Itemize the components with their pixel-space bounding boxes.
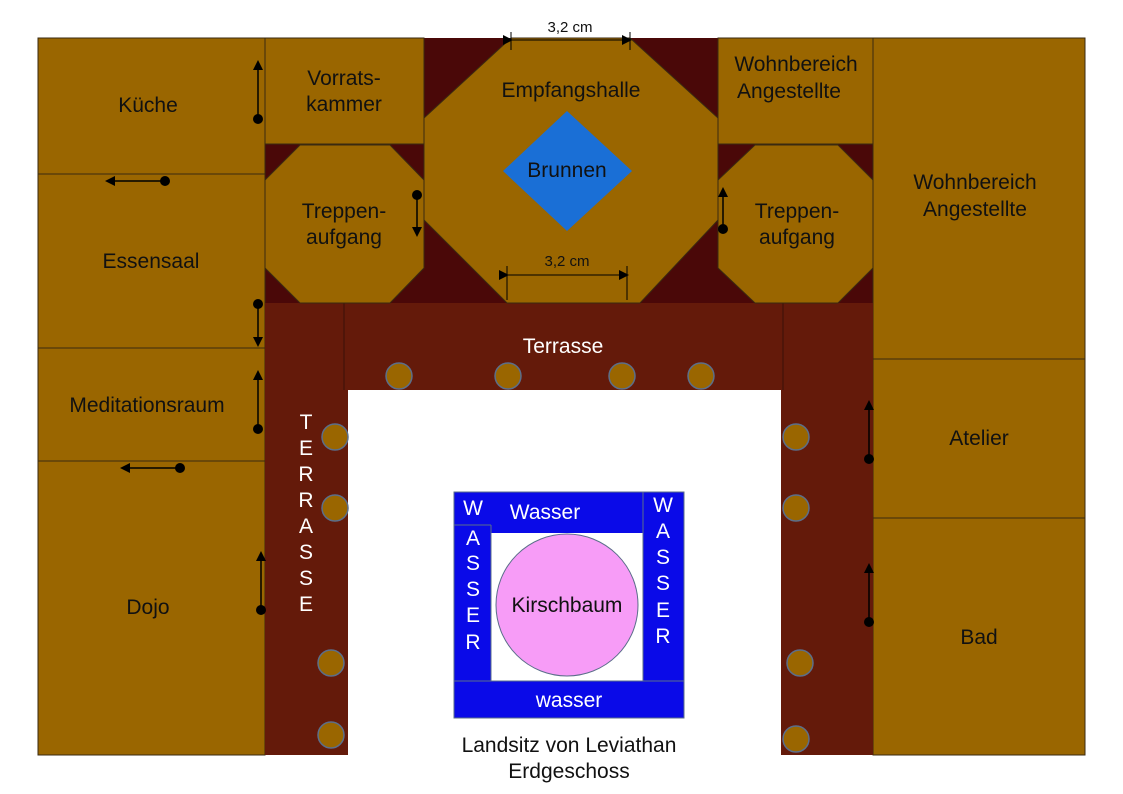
column	[317, 721, 345, 749]
column	[782, 423, 810, 451]
label-terrasse-side: T E R R A S S E	[298, 411, 313, 616]
title-line-1: Landsitz von Leviathan	[462, 734, 677, 757]
room-meditationsraum	[37, 347, 266, 462]
column	[782, 725, 810, 753]
column	[321, 423, 349, 451]
room-wohnbereich-right	[872, 37, 1086, 360]
column	[687, 362, 715, 390]
cherry-tree	[495, 533, 639, 677]
water-letter: A	[466, 527, 480, 550]
terrace-letter: R	[298, 489, 313, 512]
water-letter: A	[656, 520, 670, 543]
room-essensaal	[37, 173, 266, 349]
label-treppe-right-2: aufgang	[759, 226, 835, 249]
label-wohnbereich-top-2: Angestellte	[737, 80, 841, 103]
room-kueche	[37, 37, 266, 175]
label-water-right: W A S S E R	[653, 494, 673, 648]
label-empfangshalle: Empfangshalle	[502, 79, 641, 102]
label-wohnbereich-right-2: Angestellte	[923, 198, 1027, 221]
label-terrasse-top: Terrasse	[523, 335, 604, 358]
water-letter: S	[656, 546, 670, 569]
door-dots	[160, 114, 874, 627]
terrace-letter: T	[300, 411, 313, 434]
label-vorratskammer-1: Vorrats-	[307, 67, 381, 90]
label-meditationsraum: Meditationsraum	[69, 394, 224, 417]
dimension-bottom	[499, 266, 629, 300]
label-water-top: Wasser	[510, 501, 580, 524]
column	[782, 494, 810, 522]
room-treppe-right	[717, 144, 874, 304]
door-arrows	[105, 60, 874, 622]
room-dojo	[37, 460, 266, 756]
water-letter: E	[656, 599, 670, 622]
room-treppe-left	[264, 144, 425, 304]
label-dojo: Dojo	[126, 596, 169, 619]
water-letter: S	[656, 572, 670, 595]
dimension-top	[503, 32, 632, 50]
terrace-letter: A	[299, 515, 313, 538]
column	[494, 362, 522, 390]
label-treppe-right-1: Treppen-	[755, 200, 839, 223]
label-treppe-left-1: Treppen-	[302, 200, 386, 223]
column	[608, 362, 636, 390]
water-letter: W	[463, 497, 483, 520]
label-kueche: Küche	[118, 94, 178, 117]
water-letter: W	[653, 494, 673, 517]
water-letter: R	[465, 631, 480, 654]
label-treppe-left-2: aufgang	[306, 226, 382, 249]
terrace-letter: R	[298, 463, 313, 486]
column	[317, 649, 345, 677]
label-brunnen: Brunnen	[527, 159, 606, 182]
label-wohnbereich-top-1: Wohnbereich	[734, 53, 857, 76]
terrace-letter: S	[299, 541, 313, 564]
water-letter: E	[466, 604, 480, 627]
column	[321, 494, 349, 522]
column	[786, 649, 814, 677]
dimension-label-top: 3,2 cm	[547, 19, 592, 36]
label-water-bottom: wasser	[535, 689, 603, 712]
water-letter: R	[655, 625, 670, 648]
dimension-label-bottom: 3,2 cm	[544, 253, 589, 270]
label-essensaal: Essensaal	[103, 250, 200, 273]
label-wohnbereich-right-1: Wohnbereich	[913, 171, 1036, 194]
water-letter: S	[466, 578, 480, 601]
room-vorratskammer	[264, 37, 425, 145]
water-letter: S	[466, 552, 480, 575]
column	[385, 362, 413, 390]
room-atelier	[872, 358, 1086, 519]
columns	[317, 362, 814, 753]
label-kirschbaum: Kirschbaum	[512, 594, 623, 617]
room-wohnbereich-top	[717, 37, 874, 145]
terrace-letter: S	[299, 567, 313, 590]
label-vorratskammer-2: kammer	[306, 93, 382, 116]
title-line-2: Erdgeschoss	[508, 760, 629, 783]
label-atelier: Atelier	[949, 427, 1009, 450]
label-water-left: W A S S E R	[463, 497, 483, 654]
fountain	[503, 111, 632, 231]
terrace-letter: E	[299, 437, 313, 460]
label-bad: Bad	[960, 626, 997, 649]
terrace-letter: E	[299, 593, 313, 616]
room-bad	[872, 517, 1086, 756]
